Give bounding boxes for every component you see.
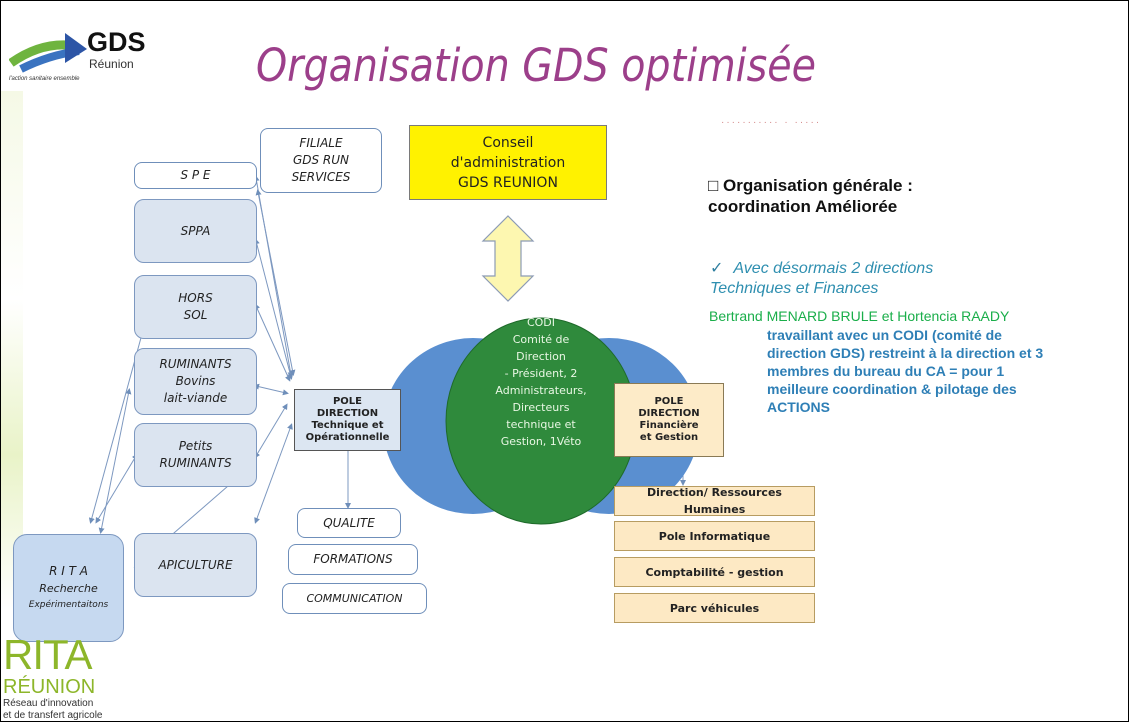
rita-box-sub1: Recherche — [39, 581, 98, 595]
right-bullet: ✓Avec désormais 2 directions Techniques … — [710, 259, 1050, 299]
pole-technique-box: POLE DIRECTION Technique et Opérationnel… — [294, 389, 401, 451]
right-names: Bertrand MENARD BRULE et Hortencia RAADY — [709, 308, 1010, 324]
rita-logo-network: Réseau d'innovation et de transfert agri… — [3, 698, 103, 721]
gds-logo-name: GDS — [87, 27, 146, 57]
rita-box-sub2: Expérimentaitons — [28, 599, 109, 610]
check-icon: ✓ — [710, 260, 724, 277]
right-heading: □ Organisation générale : coordination A… — [708, 176, 913, 216]
apiculture-box: APICULTURE — [134, 533, 257, 597]
gds-logo-sub: Réunion — [89, 57, 134, 71]
decorative-dots: ··········· · ····· — [721, 117, 822, 128]
formations-box: FORMATIONS — [288, 544, 418, 575]
rita-box: R I T A Recherche Expérimentaitons — [13, 534, 124, 642]
page-title: Organisation GDS optimisée — [256, 39, 817, 92]
gds-logo-icon — [8, 33, 87, 73]
qualite-box: QUALITE — [297, 508, 401, 538]
codi-text: CODI Comité de Direction - Président, 2 … — [495, 316, 587, 448]
sppa-box: SPPA — [134, 199, 257, 263]
rita-logo-reunion: RÉUNION — [3, 676, 96, 698]
spe-box: S P E — [134, 162, 257, 189]
double-arrow-shape — [481, 215, 535, 302]
rita-box-title: R I T A — [49, 563, 88, 578]
pole-finance-box: POLE DIRECTION Financière et Gestion — [614, 383, 724, 457]
fin-box-comptabilite: Comptabilité - gestion — [614, 557, 815, 587]
right-detail: travaillant avec un CODI (comité de dire… — [767, 327, 1044, 415]
rita-logo: RITA — [3, 631, 93, 678]
right-bullet-text: Avec désormais 2 directions Techniques e… — [710, 260, 934, 297]
ruminants-box: RUMINANTS Bovins lait-viande — [134, 348, 257, 415]
filiale-box: FILIALE GDS RUN SERVICES — [260, 128, 382, 193]
petits-ruminants-box: Petits RUMINANTS — [134, 423, 257, 487]
hors-sol-box: HORS SOL — [134, 275, 257, 339]
fin-box-parc: Parc véhicules — [614, 593, 815, 623]
fin-box-rh: Direction/ Ressources Humaines — [614, 486, 815, 516]
decorative-band — [1, 91, 23, 611]
fin-box-informatique: Pole Informatique — [614, 521, 815, 551]
communication-box: COMMUNICATION — [282, 583, 427, 614]
gds-logo-tagline: l'action sanitaire ensemble — [9, 76, 80, 82]
conseil-box: Conseil d'administration GDS REUNION — [409, 125, 607, 200]
gds-logo — [8, 25, 179, 95]
